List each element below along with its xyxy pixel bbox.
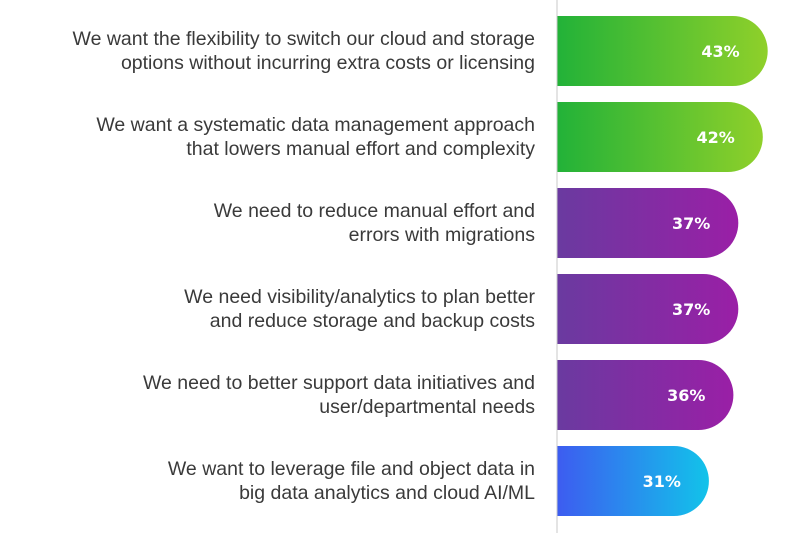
- category-label-text: We want a systematic data management app…: [96, 113, 535, 161]
- bar-3: [557, 188, 739, 258]
- bar-value-label-5: 36%: [667, 386, 705, 405]
- category-label-1: We want the flexibility to switch our cl…: [20, 16, 535, 86]
- category-label-line: user/departmental needs: [319, 396, 535, 418]
- category-label-line: that lowers manual effort and complexity: [186, 138, 535, 160]
- category-label-text: We want the flexibility to switch our cl…: [73, 27, 535, 75]
- bar-1: [557, 16, 768, 86]
- category-label-line: errors with migrations: [348, 224, 535, 246]
- category-label-line: We need to better support data initiativ…: [142, 372, 535, 394]
- category-label-text: We want to leverage file and object data…: [168, 457, 535, 505]
- category-label-4: We need visibility/analytics to plan bet…: [20, 274, 535, 344]
- category-label-line: We need to reduce manual effort and: [213, 200, 535, 222]
- category-label-2: We want a systematic data management app…: [20, 102, 535, 172]
- category-label-text: We need visibility/analytics to plan bet…: [184, 285, 535, 333]
- bar-2: [557, 102, 763, 172]
- bar-4: [557, 274, 739, 344]
- category-label-5: We need to better support data initiativ…: [20, 360, 535, 430]
- category-label-text: We need to better support data initiativ…: [143, 371, 535, 419]
- category-label-line: and reduce storage and backup costs: [209, 310, 535, 332]
- bar-value-label-2: 42%: [697, 128, 735, 147]
- category-label-6: We want to leverage file and object data…: [20, 446, 535, 516]
- bar-value-label-1: 43%: [701, 42, 739, 61]
- category-label-line: We want a systematic data management app…: [96, 114, 535, 136]
- bar-6: [557, 446, 709, 516]
- bar-value-label-6: 31%: [643, 472, 681, 491]
- category-label-line: options without incurring extra costs or…: [120, 52, 535, 74]
- bar-value-label-3: 37%: [672, 214, 710, 233]
- bar-value-label-4: 37%: [672, 300, 710, 319]
- category-label-line: We need visibility/analytics to plan bet…: [184, 286, 535, 308]
- category-label-line: We want to leverage file and object data…: [167, 458, 535, 480]
- category-label-line: We want the flexibility to switch our cl…: [72, 28, 535, 50]
- bar-5: [557, 360, 734, 430]
- category-label-line: big data analytics and cloud AI/ML: [239, 482, 535, 504]
